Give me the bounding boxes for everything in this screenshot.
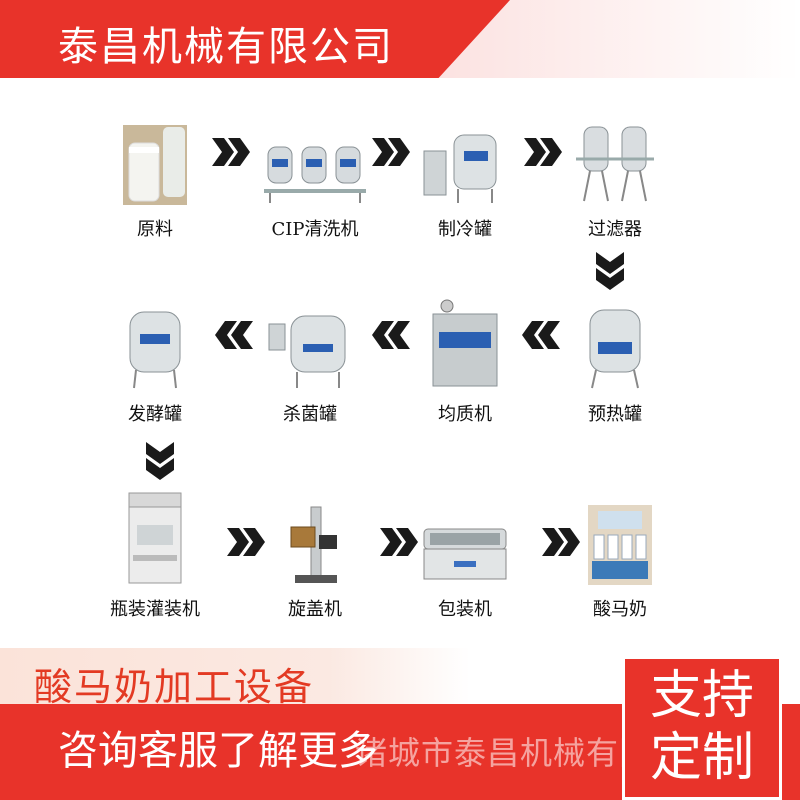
preheat-tank-image	[540, 300, 690, 390]
packaging-machine-image	[390, 495, 540, 585]
header-banner: 泰昌机械有限公司	[0, 0, 800, 78]
step-label: 过滤器	[588, 219, 642, 240]
step-label: 杀菌罐	[283, 404, 337, 425]
header-red-shape	[0, 0, 510, 78]
step-filter: 过滤器	[540, 115, 690, 241]
step-label: 均质机	[438, 404, 492, 425]
consult-text: 咨询客服了解更多	[58, 728, 378, 774]
step-label: 包装机	[438, 599, 492, 620]
custom-line-2: 定制	[649, 728, 754, 788]
step-label: 旋盖机	[288, 599, 342, 620]
step-packaging-machine: 包装机	[390, 495, 540, 621]
step-label: 预热罐	[588, 404, 642, 425]
step-preheat-tank: 预热罐	[540, 300, 690, 426]
bottle-filling-machine-image	[80, 492, 230, 585]
step-label: 瓶装灌装机	[110, 599, 200, 620]
header-fade	[420, 0, 800, 78]
step-bottle-filling: 瓶装灌装机	[80, 492, 230, 621]
product-image	[545, 495, 695, 585]
step-label: 原料	[137, 219, 173, 240]
step-capping-machine: 旋盖机	[240, 495, 390, 621]
step-label: 发酵罐	[128, 404, 182, 425]
sterilization-tank-image	[235, 300, 385, 390]
homogenizer-image	[390, 299, 540, 390]
capping-machine-image	[240, 495, 390, 585]
step-product: 酸马奶	[545, 495, 695, 621]
step-label: 酸马奶	[593, 599, 647, 620]
customization-text: 支持 定制	[625, 665, 779, 789]
arrow-down-icon	[590, 250, 630, 290]
filter-image	[540, 115, 690, 205]
step-label: CIP清洗机	[271, 219, 359, 240]
step-sterilization-tank: 杀菌罐	[235, 300, 385, 426]
step-label: 制冷罐	[438, 219, 492, 240]
company-title: 泰昌机械有限公司	[58, 24, 394, 70]
cooling-tank-image	[390, 115, 540, 205]
step-cooling-tank: 制冷罐	[390, 115, 540, 241]
step-raw-material: 原料	[80, 115, 230, 241]
product-strip	[0, 648, 470, 704]
fermentation-tank-image	[80, 300, 230, 390]
step-fermentation-tank: 发酵罐	[80, 300, 230, 426]
raw-milk-image	[80, 115, 230, 205]
bottom-banner: 酸马奶加工设备 咨询客服了解更多 诸城市泰昌机械有限公司 支持 定制	[0, 648, 800, 800]
customization-badge: 支持 定制	[622, 656, 782, 800]
step-cip: CIP清洗机	[230, 115, 400, 241]
product-title: 酸马奶加工设备	[34, 665, 315, 709]
arrow-down-icon	[140, 440, 180, 480]
step-homogenizer: 均质机	[390, 299, 540, 426]
cip-machine-image	[230, 115, 400, 205]
custom-line-1: 支持	[649, 666, 754, 726]
